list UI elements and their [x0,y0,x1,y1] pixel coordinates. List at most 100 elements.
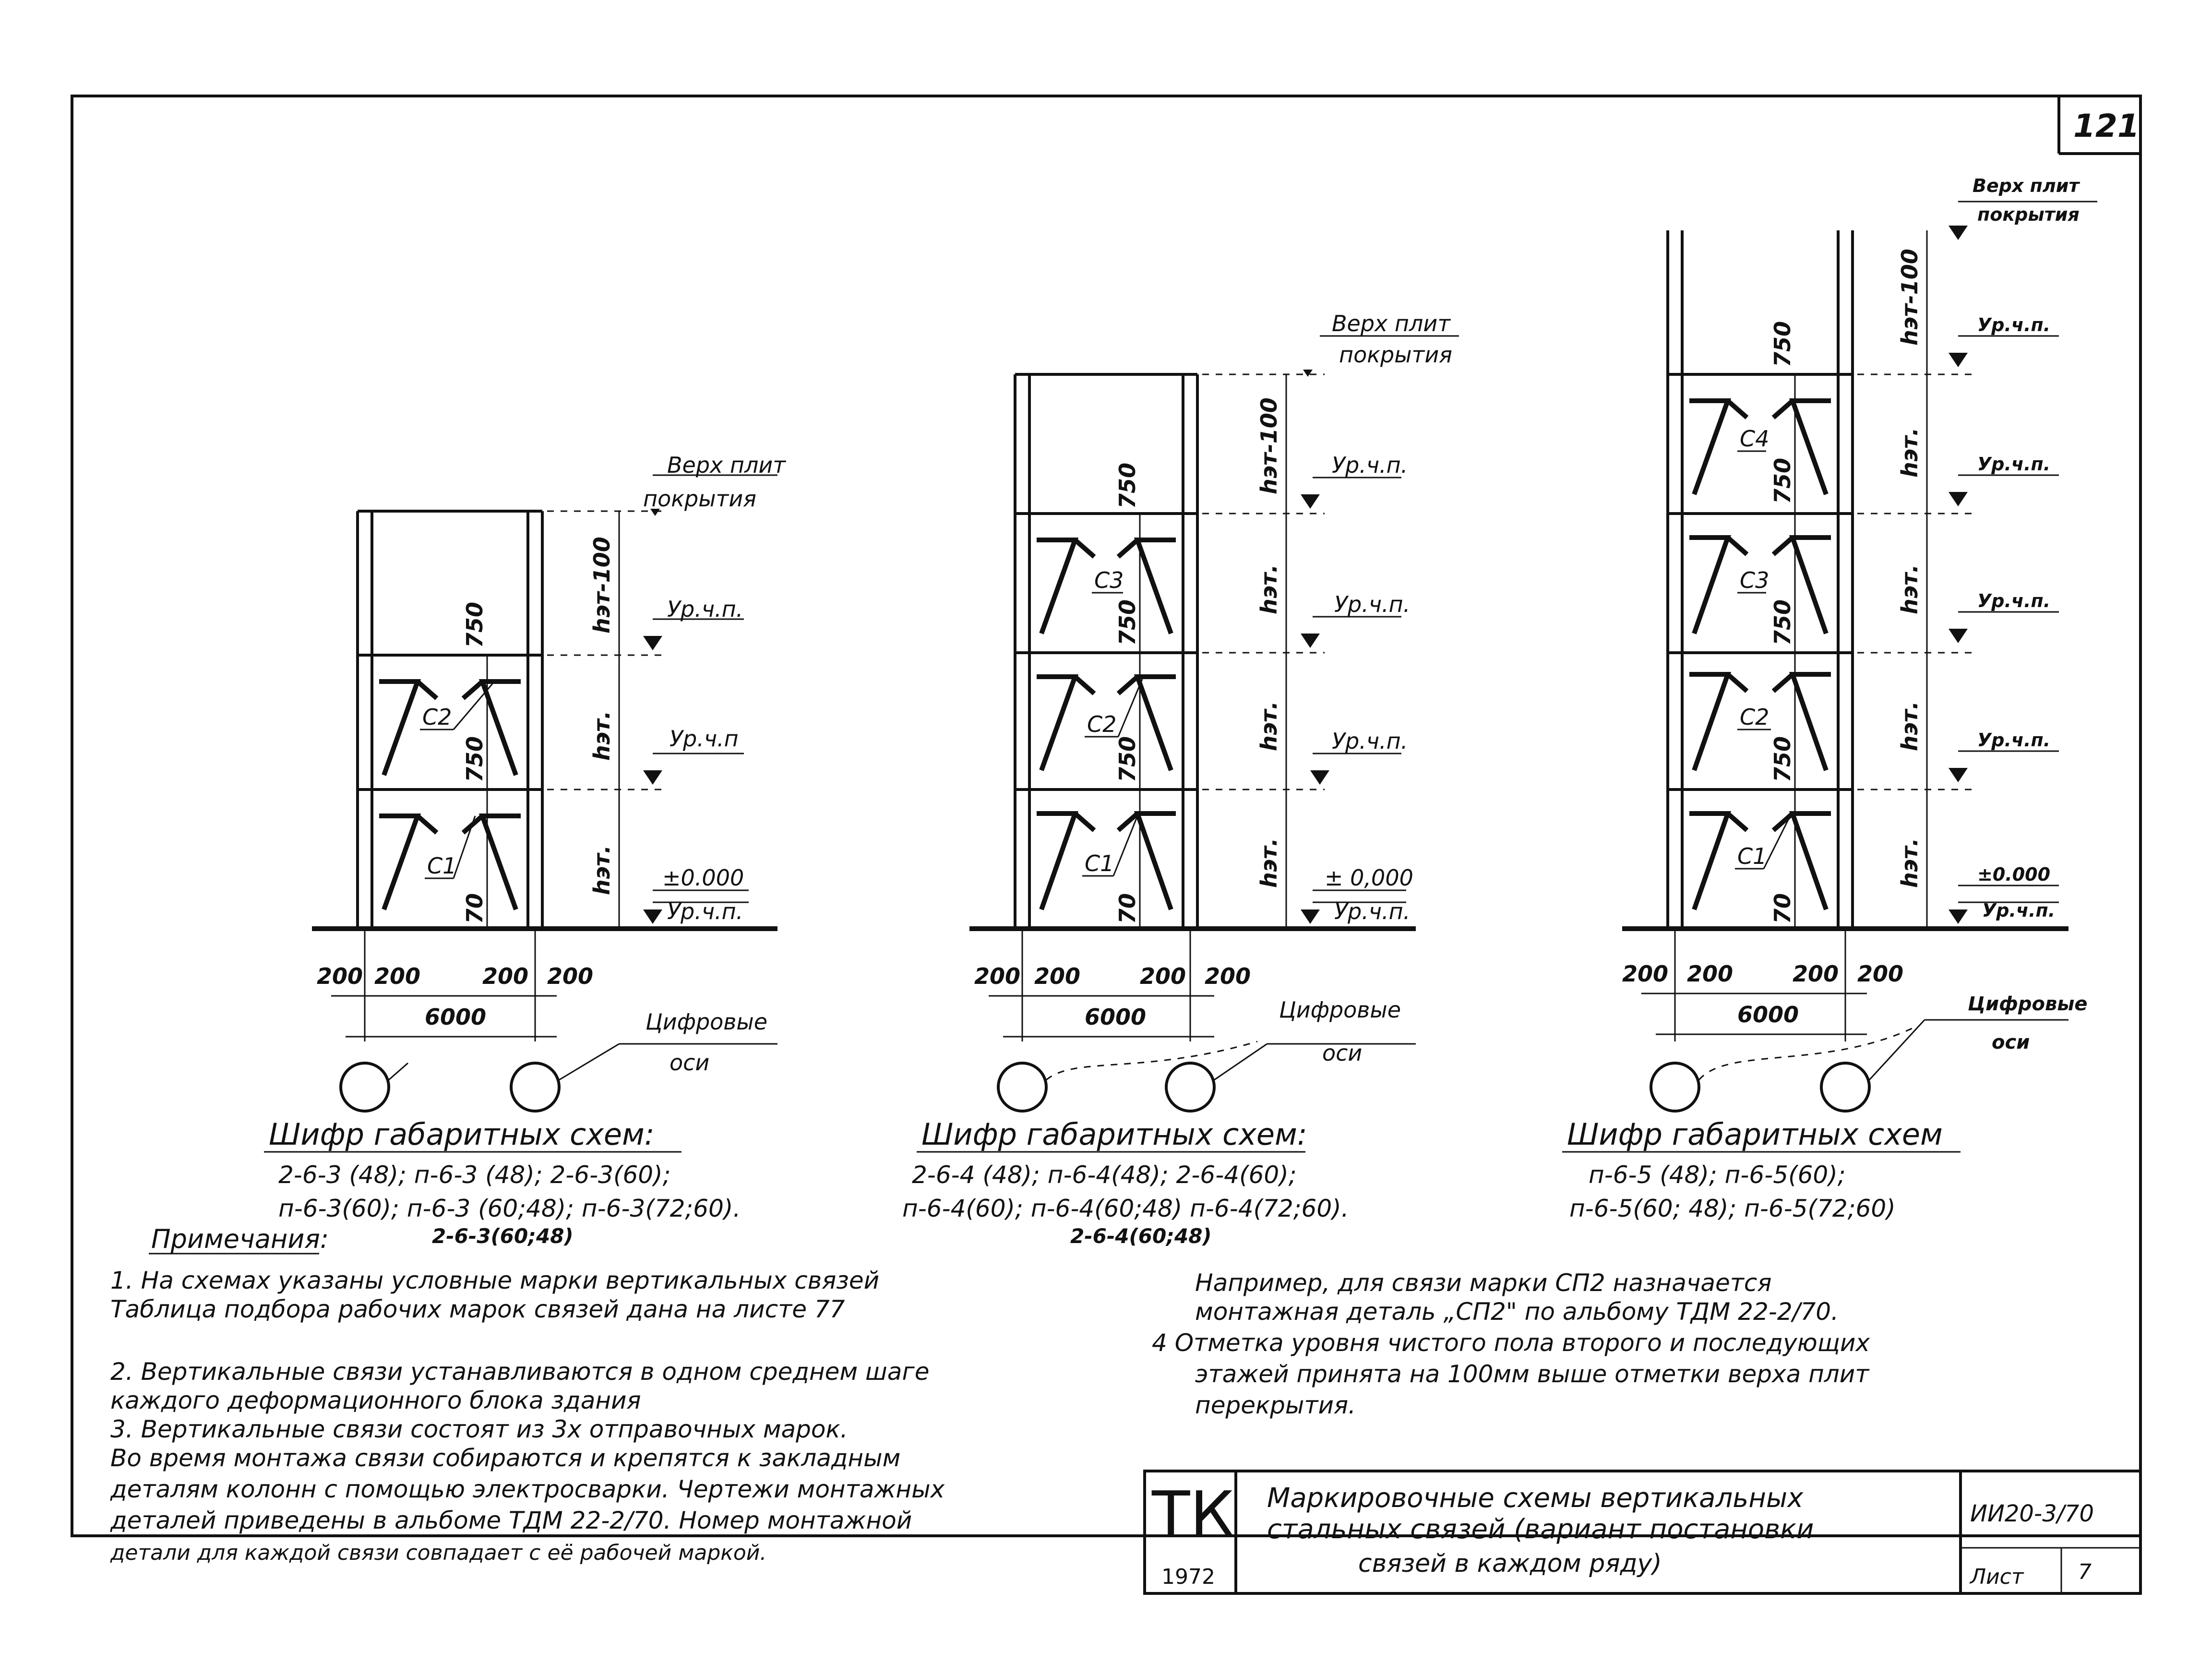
note-line: 1. На схемах указаны условные марки верт… [110,1267,879,1294]
dim-70: 70 [462,893,488,924]
level-label: Ур.ч.п. [667,596,743,622]
brace-mark: C2 [1740,704,1769,730]
brace-mark: C1 [1737,843,1767,869]
level-label: Ур.ч.п. [667,898,743,924]
axes-label: Цифровые [1279,997,1401,1023]
series-code: ТК [1151,1478,1234,1551]
brace-c3 [1689,535,1831,634]
dim-200: 200 [547,963,593,989]
level-label: Ур.ч.п. [1334,591,1410,617]
height-dim: hэт. [1897,701,1923,751]
level-label: покрытия [1339,342,1452,368]
span-dim: 6000 [425,1004,486,1030]
level-label: Верх плит [667,452,786,478]
level-label: Ур.ч.п. [1982,900,2055,921]
dim-750: 750 [1770,599,1795,646]
height-dim: hэт. [1897,838,1923,888]
note-line: монтажная деталь „СП2" по альбому ТДМ 22… [1195,1298,1839,1326]
level-label: покрытия [643,486,756,512]
height-dim: hэт-100 [1897,249,1923,346]
dim-750: 750 [1114,463,1140,509]
note-line: 3. Вертикальные связи состоят из 3х отпр… [110,1415,848,1443]
notes: Примечания: 1. На схемах указаны условны… [110,1224,1870,1565]
level-label: Верх плит [1332,311,1451,336]
level-label: ±0.000 [1977,864,2050,885]
axes-label: оси [670,1050,709,1076]
dim-200: 200 [317,963,363,989]
dim-200: 200 [374,963,420,989]
level-label: Ур.ч.п. [1332,728,1408,754]
note-line: каждого деформационного блока здания [110,1387,641,1414]
dim-70: 70 [1114,893,1140,924]
note-line: этажей принята на 100мм выше отметки вер… [1195,1360,1870,1388]
level-label: Ур.ч.п. [1334,898,1410,924]
dim-200: 200 [974,963,1020,989]
code-title: Шифр габаритных схем [1567,1117,1943,1152]
dim-70: 70 [1770,893,1795,924]
brace-mark: C2 [422,704,452,730]
height-dim: hэт-100 [1256,397,1282,494]
code-title: Шифр габаритных схем: [921,1117,1307,1152]
dim-200: 200 [1622,961,1668,987]
note-line: Например, для связи марки СП2 назначаетс… [1195,1269,1771,1297]
level-label: ±0.000 [662,865,744,891]
code-line: 2-6-4(60;48) [1070,1224,1212,1248]
brace-mark: C4 [1740,426,1769,452]
axis-bubble [339,1062,390,1113]
dim-750: 750 [1770,321,1795,367]
code-line: 2-6-4 (48); п-6-4(48); 2-6-4(60); [912,1161,1297,1189]
title-line: стальных связей (вариант постановки [1267,1514,1814,1545]
note-line: 4 Отметка уровня чистого пола второго и … [1152,1329,1870,1357]
axes-label: оси [1992,1031,2030,1053]
code-line: п-6-4(60); п-6-4(60;48) п-6-4(72;60). [902,1195,1349,1222]
code-line: п-6-5 (48); п-6-5(60); [1589,1161,1846,1189]
level-label: Ур.ч.п. [1977,590,2050,611]
brace-mark: C3 [1740,567,1769,593]
code-line: п-6-5(60; 48); п-6-5(72;60) [1569,1195,1896,1222]
code-line: п-6-3(60); п-6-3 (60;48); п-6-3(72;60). [278,1195,741,1222]
title-line: Маркировочные схемы вертикальных [1267,1483,1804,1514]
brace-mark: C1 [427,853,456,879]
level-label: Ур.ч.п. [1332,452,1408,478]
axes-label: Цифровые [646,1009,767,1035]
note-line: деталей приведены в альбоме ТДМ 22-2/70.… [110,1507,912,1534]
year: 1972 [1161,1565,1215,1589]
note-line: детали для каждой связи совпадает с её р… [110,1541,766,1565]
height-dim: hэт. [589,711,615,761]
dim-750: 750 [1114,736,1140,782]
dim-750: 750 [1770,458,1795,504]
code-line: 2-6-3(60;48) [432,1224,574,1248]
span-dim: 6000 [1737,1002,1799,1028]
note-line: 2. Вертикальные связи устанавливаются в … [110,1358,929,1386]
height-dim: hэт. [1897,564,1923,614]
axis-bubble [510,1062,561,1113]
level-label: Ур.ч.п [670,726,739,752]
sheet-frame [71,95,2142,1537]
level-label: Верх плит [1973,175,2080,196]
level-label: Ур.ч.п. [1977,454,2050,475]
brace-mark: C2 [1087,711,1116,737]
axis-bubble [1165,1062,1216,1113]
note-line: Таблица подбора рабочих марок связей дан… [110,1295,845,1323]
dim-750: 750 [1114,599,1140,646]
dim-200: 200 [1687,961,1733,987]
page-number: 121 [2073,108,2140,144]
height-dim: hэт. [1256,838,1282,888]
dim-200: 200 [482,963,528,989]
axis-bubble [997,1062,1048,1113]
level-label: покрытия [1977,204,2080,225]
dim-200: 200 [1793,961,1839,987]
note-line: перекрытия. [1195,1391,1356,1419]
height-dim: hэт. [1897,428,1923,478]
brace-c2 [379,679,521,776]
title-block: ТК 1972 Маркировочные схемы вертикальных… [1143,1470,2142,1595]
level-label: Ур.ч.п. [1977,730,2050,751]
notes-title: Примечания: [151,1224,329,1254]
axes-label: Цифровые [1968,993,2088,1015]
page-number-box: 121 [2057,96,2140,155]
brace-c1 [1037,811,1176,910]
brace-mark: C3 [1094,567,1124,593]
dim-750: 750 [462,736,488,782]
level-label: ± 0,000 [1325,865,1413,891]
